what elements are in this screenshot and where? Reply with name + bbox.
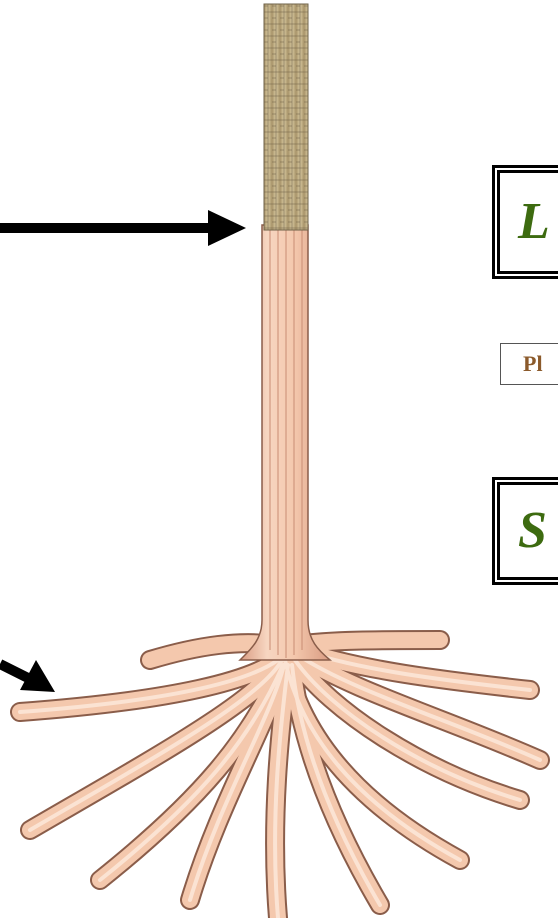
bottom-label-text: S xyxy=(518,505,547,557)
main-stem xyxy=(240,225,330,660)
middle-label-box: Pl xyxy=(500,343,558,385)
root-branches xyxy=(20,640,540,918)
arrow-right-icon xyxy=(0,210,246,246)
top-label-box: L xyxy=(493,166,558,278)
middle-label-text: Pl xyxy=(523,351,543,377)
top-label-text: L xyxy=(518,196,550,248)
root-hair-zone xyxy=(264,4,308,230)
arrow-down-right-icon xyxy=(0,660,55,692)
bottom-label-box: S xyxy=(493,478,558,584)
